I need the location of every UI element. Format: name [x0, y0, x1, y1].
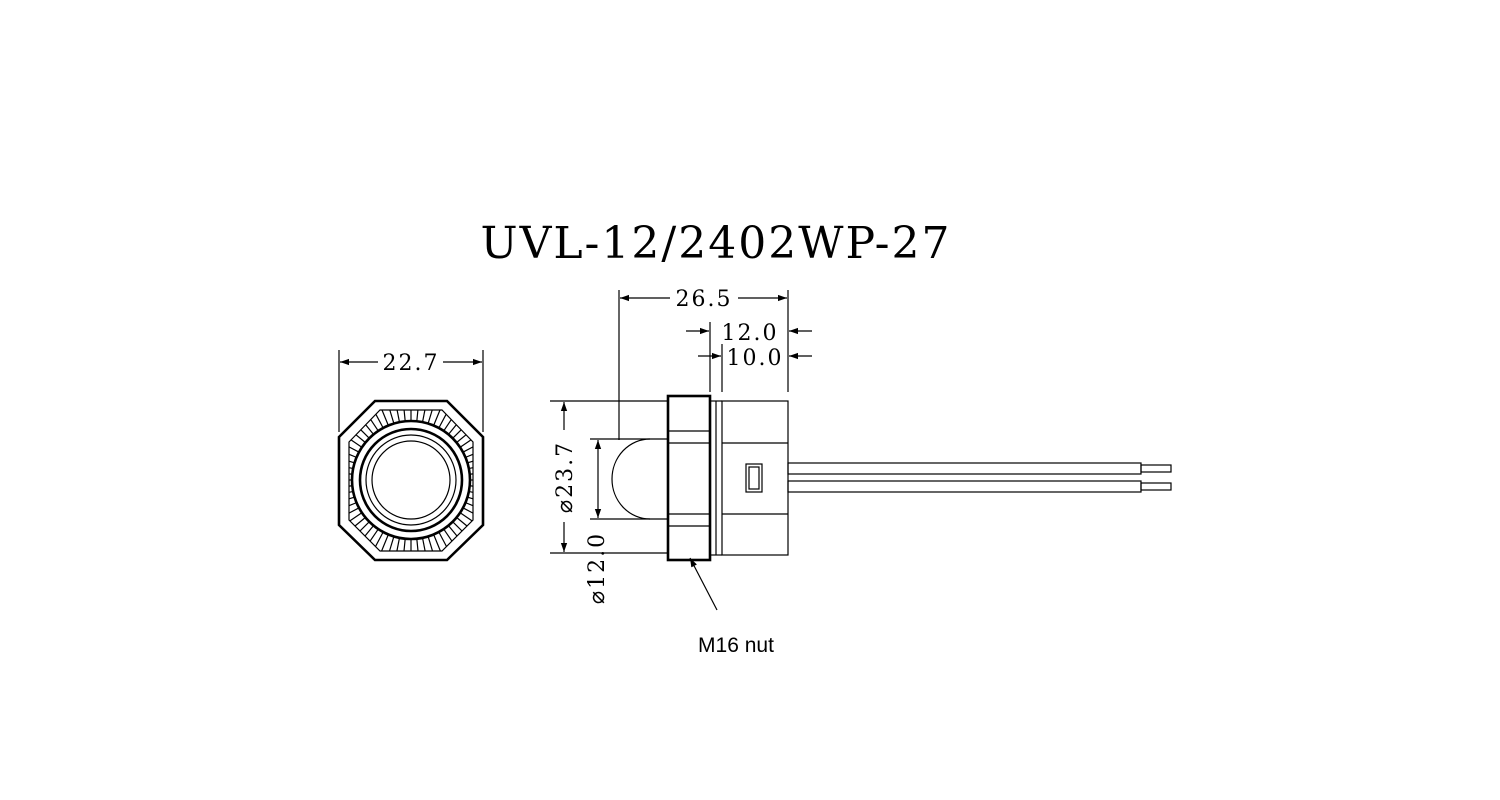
- wire-bottom-conductor: [1140, 482, 1172, 491]
- knurl-ridge: [360, 429, 370, 439]
- knurl-ridge: [460, 512, 473, 522]
- knurl-ridge: [348, 496, 354, 500]
- knurl-ridge: [354, 517, 365, 527]
- knurl-ridge: [349, 512, 362, 522]
- wire-bottom: [787, 480, 1142, 493]
- knurl-ridge: [422, 538, 426, 552]
- knurl-ridge: [469, 491, 474, 493]
- knurl-ridge: [466, 502, 474, 507]
- drawing-title: UVL-12/2402WP-27: [480, 218, 951, 269]
- knurl-ridge: [381, 535, 389, 552]
- knurl-ridge: [433, 535, 441, 552]
- knurl-ridge: [355, 434, 365, 443]
- knurl-ridge: [374, 532, 384, 547]
- knurl-ridge: [422, 409, 426, 422]
- knurl-ridge: [433, 409, 441, 425]
- knurl-ridge: [348, 502, 356, 507]
- lens-dome: [611, 438, 668, 520]
- knurl-ridge: [463, 446, 474, 453]
- knurl-ridge: [403, 539, 406, 552]
- knurl-ridge: [348, 491, 353, 493]
- length-a-label: 12.0: [722, 321, 779, 346]
- knurl-ridge: [348, 460, 354, 464]
- knurl-ridge: [416, 409, 419, 421]
- overall-length-label: 26.5: [676, 287, 733, 312]
- knurl-ridge: [350, 439, 362, 448]
- knurl-ridge: [466, 453, 474, 458]
- knurl-ridge: [348, 507, 359, 514]
- hex-nut-inner-outline: [348, 409, 474, 552]
- label-window: [745, 463, 763, 493]
- knurl-ridge: [348, 446, 359, 453]
- knurl-ridge: [359, 521, 370, 532]
- knurl-ridge: [469, 467, 474, 469]
- knurl-ridge: [388, 537, 395, 552]
- nut-inner-ring: [350, 419, 472, 541]
- knurl-ridge: [460, 439, 472, 448]
- knurl-ridge: [457, 517, 468, 527]
- knurl-ridge: [416, 539, 419, 552]
- knurl-ridge: [443, 419, 452, 431]
- lens-diameter-label: ⌀12.0: [585, 532, 610, 604]
- label-window-inner: [748, 466, 760, 490]
- knurl-ridge: [396, 538, 400, 552]
- knurl-ridge: [457, 434, 467, 443]
- knurl-ridge: [403, 409, 406, 421]
- knurl-ridge: [448, 526, 458, 537]
- m16-nut-leader: [689, 557, 718, 611]
- knurl-ridge: [468, 496, 474, 500]
- knurl-ridge: [427, 409, 433, 423]
- outer-diameter-label: ⌀23.7: [553, 441, 578, 513]
- housing-body: [721, 400, 789, 556]
- front-view: 22.7: [337, 350, 485, 562]
- lens-ring: [365, 434, 457, 526]
- knurl-ridge: [348, 467, 353, 469]
- lens-face: [371, 440, 451, 520]
- m16-nut-callout: M16 nut: [698, 634, 774, 657]
- knurl-ridge: [438, 414, 447, 428]
- knurl-ridges: [348, 409, 474, 552]
- knurl-ridge: [443, 529, 453, 542]
- knurl-ridge: [463, 507, 474, 514]
- knurl-ridge: [381, 409, 389, 425]
- knurl-ridge: [389, 409, 395, 423]
- length-b-label: 10.0: [727, 346, 784, 371]
- wire-top-conductor: [1140, 464, 1172, 473]
- knurl-ridge: [448, 424, 457, 434]
- m16-nut: [666, 394, 712, 562]
- wire-top: [787, 462, 1142, 475]
- knurl-ridge: [438, 532, 448, 547]
- knurl-ridge: [369, 529, 379, 542]
- knurl-ridge: [364, 526, 374, 537]
- knurl-ridge: [348, 453, 356, 458]
- bezel-ring: [358, 427, 464, 533]
- knurl-ridge: [452, 521, 463, 532]
- knurl-ridge: [468, 460, 474, 464]
- knurl-ridge: [370, 419, 379, 431]
- hex-nut-outline: [337, 399, 485, 562]
- knurl-ridge: [427, 537, 434, 552]
- knurl-ridge: [365, 424, 374, 434]
- front-width-label: 22.7: [383, 351, 440, 376]
- knurl-ridge: [375, 414, 384, 428]
- side-view: 26.5 12.0 10.0 ⌀23.7 ⌀12.0 M16 nut: [550, 287, 1172, 657]
- knurl-ridge: [452, 429, 462, 439]
- knurl-ridge: [396, 409, 400, 422]
